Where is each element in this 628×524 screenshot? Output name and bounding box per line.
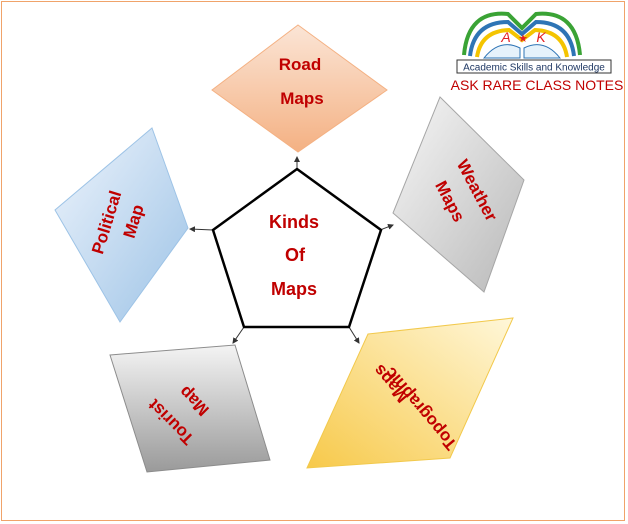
road-maps-shape: [211, 24, 388, 153]
connector-weather: [379, 223, 394, 231]
node-road-maps: Road Maps: [211, 24, 388, 153]
center-kinds-of-maps: Kinds Of Maps: [211, 167, 383, 329]
logo-subtitle: Academic Skills and Knowledge: [463, 63, 605, 74]
center-label-line2: Of: [285, 245, 306, 265]
road-maps-label-line1: Road: [279, 55, 322, 74]
node-weather-maps: Weather Maps: [392, 96, 525, 293]
weather-maps-shape: [392, 96, 525, 293]
connector-political: [189, 226, 214, 233]
logo-star-icon: ★: [518, 33, 528, 45]
logo-letter-k: K: [536, 29, 546, 45]
center-pentagon: [211, 167, 383, 329]
center-label-line1: Kinds: [269, 212, 319, 232]
node-political-map: Political Map: [54, 127, 189, 323]
node-topographic-maps: Topographic Maps: [306, 317, 514, 469]
connectors: [189, 156, 394, 344]
book-logo-icon: A ★ K: [462, 11, 582, 59]
ask-logo: A ★ K Academic Skills and Knowledge ASK …: [451, 11, 624, 93]
political-map-shape: [54, 127, 189, 323]
logo-tagline: ASK RARE CLASS NOTES: [451, 77, 624, 93]
logo-subtitle-box: [456, 59, 612, 74]
topographic-maps-shape: [306, 317, 514, 469]
road-maps-label-line2: Maps: [280, 89, 323, 108]
logo-letter-a: A: [500, 29, 510, 45]
tourist-map-shape: [109, 344, 271, 473]
center-label-line3: Maps: [271, 279, 317, 299]
connector-tourist: [232, 326, 245, 344]
node-tourist-map: Tourist Map: [109, 344, 271, 473]
connector-topographic: [348, 326, 360, 344]
